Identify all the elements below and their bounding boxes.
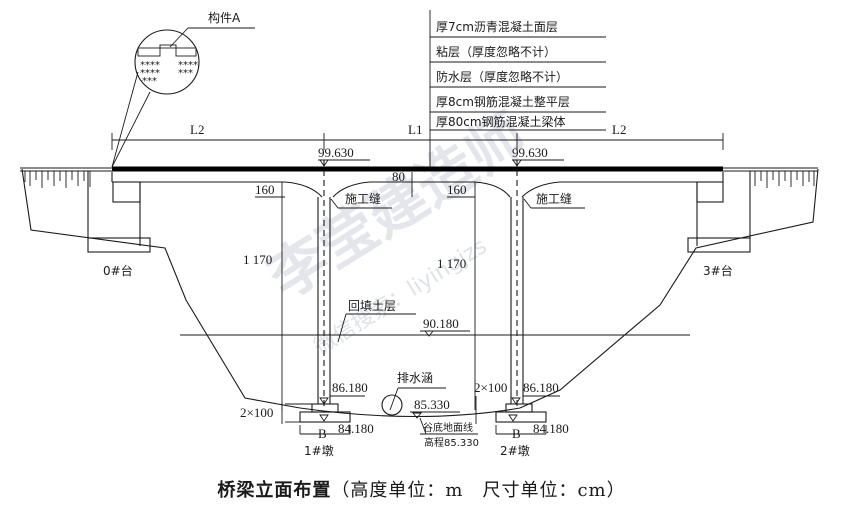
svg-text:1 170: 1 170 <box>437 256 466 271</box>
svg-text:99.630: 99.630 <box>512 145 548 160</box>
svg-text:施工缝: 施工缝 <box>536 191 572 206</box>
svg-text:85.330: 85.330 <box>414 397 450 412</box>
layer-label: 厚8cm钢筋混凝土整平层 <box>436 94 570 109</box>
svg-text:***: *** <box>178 68 193 79</box>
svg-text:160: 160 <box>447 182 467 197</box>
substructure-labels: B B 1#墩 2#墩 0#台 3#台 <box>103 263 733 458</box>
svg-text:86.180: 86.180 <box>523 380 559 395</box>
svg-text:84.180: 84.180 <box>533 421 569 436</box>
svg-text:施工缝: 施工缝 <box>345 191 381 206</box>
backfill-callout: 回填土层 <box>337 299 416 343</box>
span-right-label: L2 <box>612 122 626 137</box>
svg-text:B: B <box>512 426 521 441</box>
caption-title: 桥梁立面布置 <box>217 480 332 501</box>
svg-text:90.180: 90.180 <box>423 316 459 331</box>
abutment-0 <box>87 171 151 253</box>
drain-culvert: 排水涵 <box>381 371 446 416</box>
figure-caption: 桥梁立面布置（高度单位：m 尺寸单位：cm） <box>0 476 843 502</box>
svg-text:80: 80 <box>392 169 405 184</box>
detail-component-a: **** **** *** **** *** 构件A <box>111 10 255 168</box>
svg-text:84.180: 84.180 <box>338 421 374 436</box>
dimension-labels: 160 160 80 1 170 1 170 2×100 2×100 <box>240 169 507 424</box>
layer-label: 厚80cm钢筋混凝土梁体 <box>436 114 566 129</box>
span-left-label: L2 <box>190 122 204 137</box>
valley-callout: 谷底地面线 高程85.330 <box>419 417 479 449</box>
layer-callout: 厚7cm沥青混凝土面层 粘层（厚度忽略不计） 防水层（厚度忽略不计） 厚8cm钢… <box>430 19 606 131</box>
svg-text:0#台: 0#台 <box>103 263 133 278</box>
caption-units: （高度单位：m 尺寸单位：cm） <box>331 480 626 501</box>
svg-text:2#墩: 2#墩 <box>500 444 530 458</box>
ground-hatch-left <box>20 167 112 188</box>
reference-lines <box>180 10 690 410</box>
span-middle-label: L1 <box>408 122 422 137</box>
layer-label: 粘层（厚度忽略不计） <box>436 44 556 59</box>
svg-text:2×100: 2×100 <box>240 405 273 420</box>
pier-1 <box>285 160 351 423</box>
svg-text:排水涵: 排水涵 <box>397 371 433 385</box>
svg-text:B: B <box>318 426 327 441</box>
svg-text:1#墩: 1#墩 <box>304 444 334 458</box>
svg-text:高程85.330: 高程85.330 <box>424 436 479 449</box>
svg-text:99.630: 99.630 <box>318 145 354 160</box>
span-dimensions: L2 L1 L2 <box>111 122 724 150</box>
svg-text:李莹建造师: 李莹建造师 <box>256 101 538 312</box>
layer-label: 防水层（厚度忽略不计） <box>436 69 568 84</box>
svg-text:回填土层: 回填土层 <box>348 299 396 313</box>
watermark: 李莹建造师 微信搜索：liyingjzs <box>256 101 538 361</box>
svg-text:1 170: 1 170 <box>243 252 272 267</box>
layer-label: 厚7cm沥青混凝土面层 <box>436 19 558 34</box>
svg-text:***: *** <box>142 76 157 87</box>
elevation-markers: 99.630 99.630 90.180 86.180 86.180 84.18… <box>318 145 569 436</box>
abutment-3 <box>687 171 751 253</box>
bridge-deck <box>111 166 724 198</box>
construction-joint-callouts: 施工缝 施工缝 <box>330 191 585 209</box>
ground-hatch-right <box>723 167 818 188</box>
svg-text:160: 160 <box>255 182 275 197</box>
svg-text:****: **** <box>140 68 160 79</box>
svg-text:3#台: 3#台 <box>703 263 733 278</box>
component-a-label: 构件A <box>208 10 241 25</box>
svg-text:****: **** <box>178 60 198 71</box>
pier-2 <box>495 160 547 423</box>
svg-text:谷底地面线: 谷底地面线 <box>423 421 473 434</box>
svg-text:2×100: 2×100 <box>474 380 507 395</box>
svg-text:****: **** <box>140 60 160 71</box>
svg-text:86.180: 86.180 <box>332 380 368 395</box>
